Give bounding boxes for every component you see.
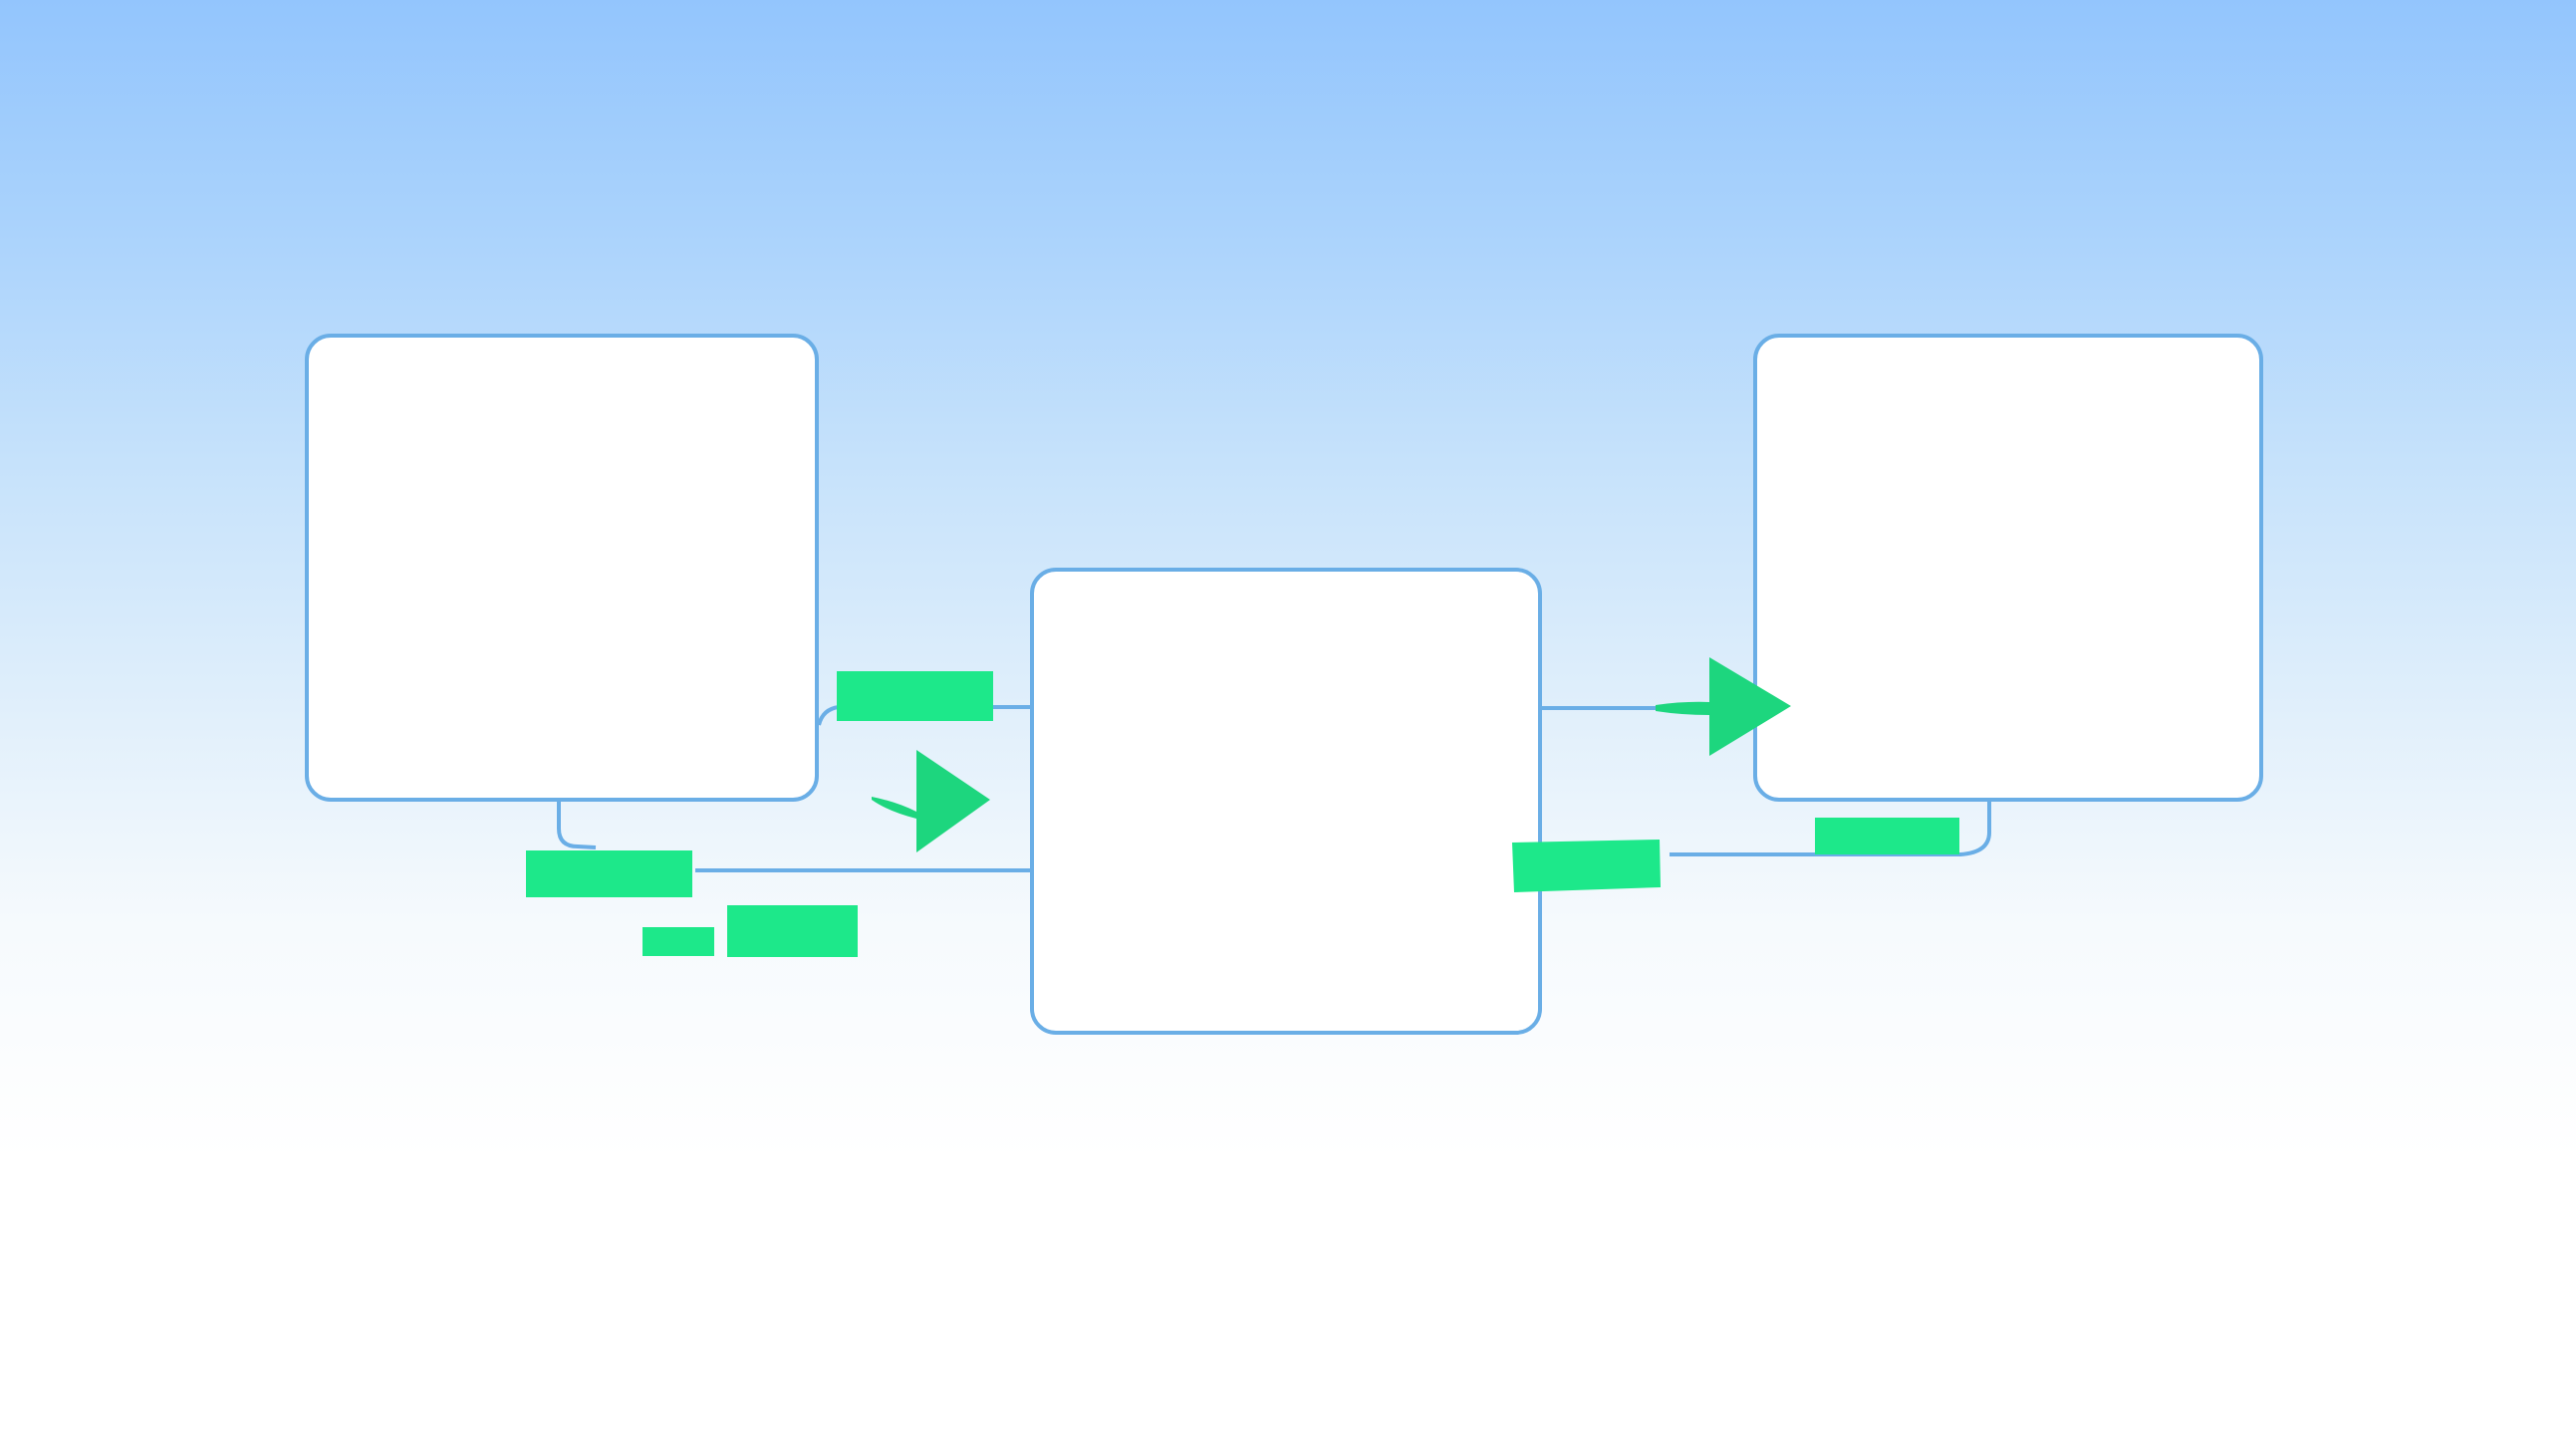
- nodes: [305, 334, 2263, 1035]
- connector-center-to-right-lower: [1670, 800, 1991, 856]
- label-box-bottom-left: [727, 905, 858, 957]
- center-node[interactable]: [1030, 568, 1542, 1035]
- arrows: [872, 657, 1791, 852]
- label-boxes: [526, 671, 1959, 957]
- label-box-upper-left: [837, 671, 993, 721]
- arrow-right-icon: [1656, 657, 1791, 756]
- label-box-small-left: [643, 927, 714, 956]
- label-box-lower-left: [526, 850, 692, 897]
- left-node[interactable]: [305, 334, 819, 802]
- arrow-right-icon: [872, 750, 990, 852]
- connector-left-to-center-lower: [557, 800, 1032, 872]
- label-box-right: [1815, 818, 1959, 854]
- right-node[interactable]: [1753, 334, 2263, 802]
- label-box-center-right: [1512, 840, 1661, 892]
